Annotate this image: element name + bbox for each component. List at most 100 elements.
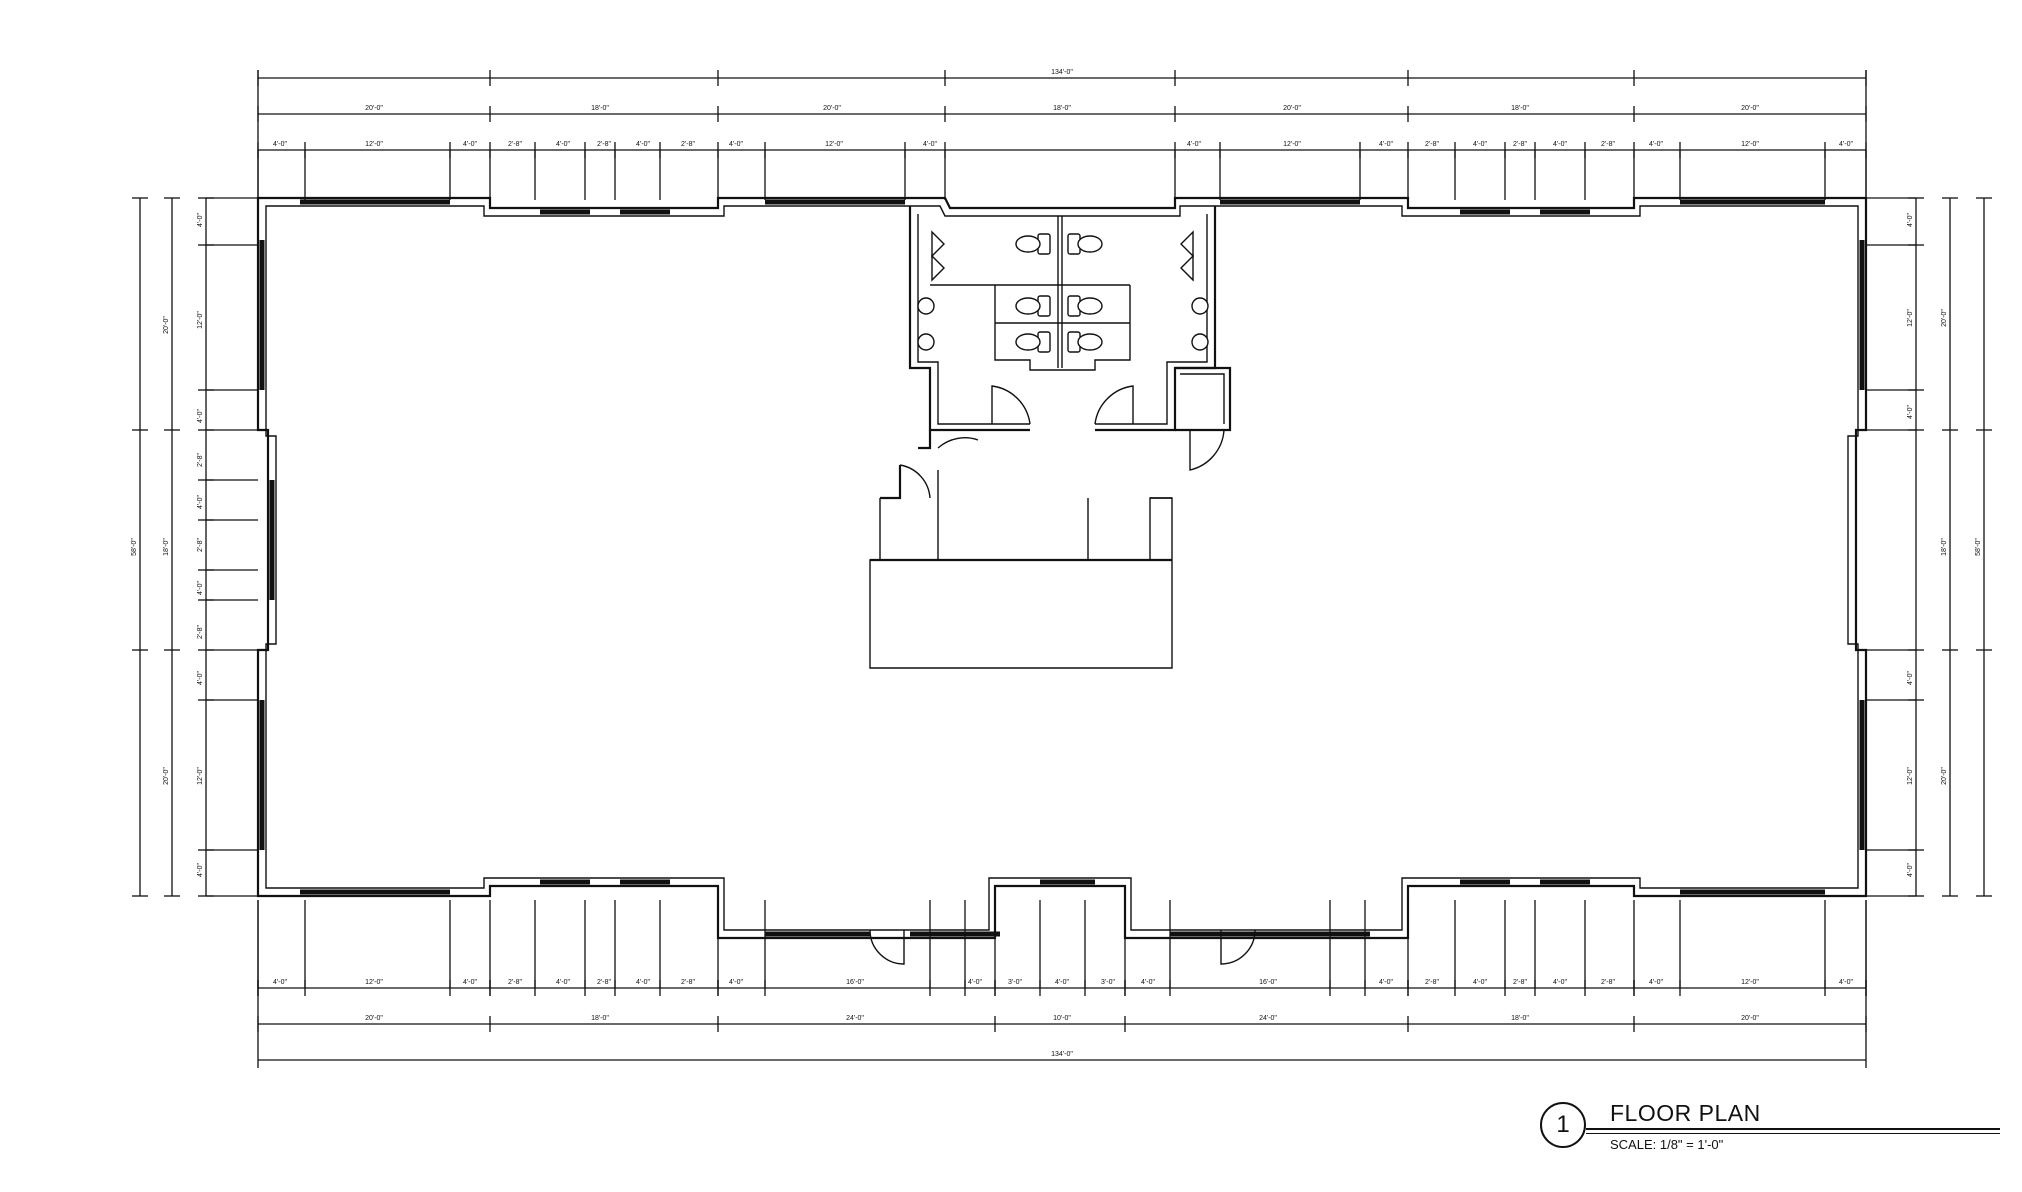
dim-bottom-detail: 16'-0" <box>1259 979 1277 986</box>
sink-icon <box>917 297 1209 351</box>
dim-bottom-detail: 4'-0" <box>1839 979 1853 986</box>
dim-bottom-seg: 24'-0" <box>846 1015 864 1022</box>
dim-right-seg: 18'-0" <box>1941 538 1948 556</box>
dim-bottom-detail: 2'-8" <box>1425 979 1439 986</box>
dim-bottom-overall: 134'-0" <box>1051 1051 1073 1058</box>
interior-rooms <box>869 430 1173 669</box>
drawing-title: FLOOR PLAN <box>1610 1100 1761 1126</box>
dim-top-detail: 4'-0" <box>729 141 743 148</box>
dim-left-seg: 20'-0" <box>163 767 170 785</box>
dim-bottom-detail: 12'-0" <box>365 979 383 986</box>
dim-right-detail: 4'-0" <box>1907 671 1914 685</box>
dim-bottom-detail: 2'-8" <box>681 979 695 986</box>
dim-right-seg: 20'-0" <box>1941 767 1948 785</box>
dim-top-detail: 4'-0" <box>1379 141 1393 148</box>
dimension-ticks <box>132 70 1992 1068</box>
dim-top-detail: 4'-0" <box>1187 141 1201 148</box>
title-underline-thin <box>1586 1133 2000 1134</box>
dim-top-seg: 18'-0" <box>1053 105 1071 112</box>
dim-bottom-detail: 4'-0" <box>1649 979 1663 986</box>
dim-bottom-detail: 2'-8" <box>597 979 611 986</box>
dim-left-detail: 4'-0" <box>197 671 204 685</box>
dim-top-detail: 4'-0" <box>463 141 477 148</box>
toilet-icon <box>1015 331 1051 353</box>
drawing-title-block: 1 FLOOR PLAN SCALE: 1/8" = 1'-0" <box>1540 1092 2000 1152</box>
dim-bottom-detail: 2'-8" <box>1601 979 1615 986</box>
dim-top-seg: 18'-0" <box>1511 105 1529 112</box>
dim-left-overall: 58'-0" <box>131 538 138 556</box>
door-swings <box>869 385 1256 965</box>
dim-top-detail: 2'-8" <box>597 141 611 148</box>
plumbing-fixtures <box>917 230 1209 353</box>
dim-left-detail: 2'-8" <box>197 538 204 552</box>
dim-top-detail: 2'-8" <box>1425 141 1439 148</box>
dim-bottom-seg: 18'-0" <box>1511 1015 1529 1022</box>
dim-top-detail: 12'-0" <box>365 141 383 148</box>
drawing-number: 1 <box>1556 1111 1570 1138</box>
dim-bottom-detail: 2'-8" <box>508 979 522 986</box>
dim-bottom-detail: 4'-0" <box>636 979 650 986</box>
dim-bottom-detail: 4'-0" <box>1055 979 1069 986</box>
drawing-number-bubble: 1 <box>1540 1102 1586 1148</box>
dimensions-sides <box>139 198 1985 896</box>
dim-top-detail: 12'-0" <box>1283 141 1301 148</box>
restroom-core <box>908 206 1232 432</box>
dim-top-detail: 4'-0" <box>923 141 937 148</box>
dim-top-detail: 4'-0" <box>1553 141 1567 148</box>
dimensions-bottom <box>258 987 1866 1061</box>
dim-left-detail: 4'-0" <box>197 495 204 509</box>
dim-bottom-seg: 20'-0" <box>365 1015 383 1022</box>
dim-bottom-detail: 4'-0" <box>1379 979 1393 986</box>
dim-bottom-detail: 4'-0" <box>1473 979 1487 986</box>
dim-left-detail: 4'-0" <box>197 409 204 423</box>
title-underline <box>1586 1128 2000 1130</box>
dim-bottom-seg: 18'-0" <box>591 1015 609 1022</box>
dim-top-detail: 4'-0" <box>1649 141 1663 148</box>
dim-bottom-detail: 4'-0" <box>463 979 477 986</box>
dim-left-seg: 18'-0" <box>163 538 170 556</box>
dim-top-detail: 2'-8" <box>681 141 695 148</box>
dim-top-detail: 4'-0" <box>273 141 287 148</box>
dim-bottom-detail: 12'-0" <box>1741 979 1759 986</box>
dim-bottom-detail: 3'-0" <box>1008 979 1022 986</box>
dim-bottom-detail: 4'-0" <box>968 979 982 986</box>
dim-top-seg: 18'-0" <box>591 105 609 112</box>
dim-top-seg: 20'-0" <box>823 105 841 112</box>
dimensions-top <box>258 77 1866 151</box>
dim-top-detail: 2'-8" <box>1601 141 1615 148</box>
dim-right-detail: 4'-0" <box>1907 213 1914 227</box>
dim-right-overall: 58'-0" <box>1975 538 1982 556</box>
toilet-icon <box>1015 233 1051 255</box>
dim-top-detail: 4'-0" <box>556 141 570 148</box>
dim-bottom-seg: 10'-0" <box>1053 1015 1071 1022</box>
dim-right-seg: 20'-0" <box>1941 309 1948 327</box>
toilet-icon <box>1067 233 1103 255</box>
dim-bottom-seg: 24'-0" <box>1259 1015 1277 1022</box>
dim-top-detail: 2'-8" <box>508 141 522 148</box>
dim-bottom-detail: 4'-0" <box>1141 979 1155 986</box>
dim-top-seg: 20'-0" <box>365 105 383 112</box>
dim-left-detail: 12'-0" <box>197 311 204 329</box>
dim-top-detail: 4'-0" <box>1473 141 1487 148</box>
dim-top-detail: 12'-0" <box>825 141 843 148</box>
exterior-windows <box>259 199 1865 937</box>
dim-left-detail: 4'-0" <box>197 581 204 595</box>
dim-top-detail: 4'-0" <box>1839 141 1853 148</box>
toilet-icon <box>1067 331 1103 353</box>
dim-bottom-seg: 20'-0" <box>1741 1015 1759 1022</box>
toilet-icon <box>1067 295 1103 317</box>
dim-top-detail: 12'-0" <box>1741 141 1759 148</box>
dim-right-detail: 12'-0" <box>1907 309 1914 327</box>
dim-bottom-detail: 4'-0" <box>556 979 570 986</box>
dim-right-detail: 4'-0" <box>1907 405 1914 419</box>
dim-top-detail: 4'-0" <box>636 141 650 148</box>
dim-left-detail: 2'-8" <box>197 453 204 467</box>
dim-top-detail: 2'-8" <box>1513 141 1527 148</box>
dim-top-overall: 134'-0" <box>1051 69 1073 76</box>
dim-bottom-detail: 4'-0" <box>729 979 743 986</box>
dim-top-seg: 20'-0" <box>1741 105 1759 112</box>
dim-top-seg: 20'-0" <box>1283 105 1301 112</box>
dim-bottom-detail: 3'-0" <box>1101 979 1115 986</box>
dim-left-detail: 12'-0" <box>197 767 204 785</box>
